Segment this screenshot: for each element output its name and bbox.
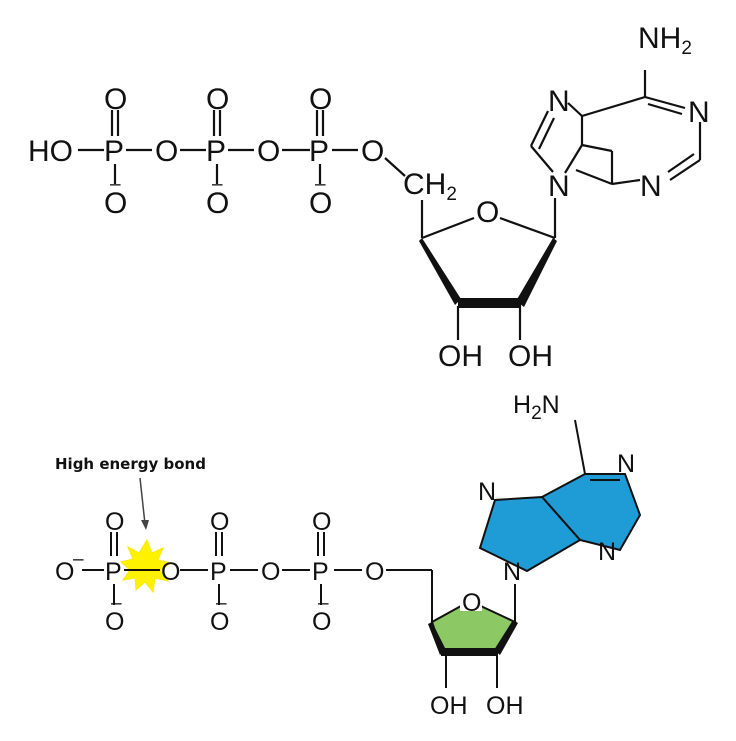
bottom-hydroxyl-2: OH (486, 692, 524, 720)
bottom-ribose-wedge-left (428, 622, 446, 655)
bottom-hydroxyl-3: OH (430, 692, 468, 720)
bottom-atp-structure: High energy bond O (55, 391, 642, 720)
top-double-oxygen-3: O (309, 83, 332, 116)
bottom-phosphorus-2: P (210, 558, 227, 586)
top-double-oxygen-2: O (206, 83, 229, 116)
bottom-nitrogen-9: N (503, 558, 521, 586)
top-nitrogen-7: N (548, 85, 570, 118)
bottom-anion-oxygen-3: O (312, 608, 331, 636)
bottom-bridge-oxygen-3: O (365, 558, 384, 586)
bottom-bridge-oxygen-1: O (161, 558, 180, 586)
top-nitrogen-3: N (640, 170, 662, 203)
top-hydroxyl-2: OH (508, 340, 553, 373)
annotation-arrow-head (141, 520, 149, 530)
top-anion-oxygen-1: O (104, 187, 127, 220)
top-bridge-oxygen-1: O (155, 135, 178, 168)
bottom-adenine-five-ring (478, 495, 582, 573)
bottom-ribose-wedge-right (494, 620, 518, 655)
bottom-terminal-oxygen: O (55, 558, 74, 586)
bottom-nitrogen-1: N (617, 450, 635, 478)
top-ch2-group: CH2 (403, 168, 457, 205)
bottom-negative-charge-1: – (111, 593, 122, 614)
high-energy-bond-highlight (119, 538, 173, 594)
top-bridge-oxygen-2: O (257, 135, 280, 168)
top-negative-charge-2: – (212, 174, 223, 195)
top-negative-charge-3: – (315, 174, 326, 195)
top-ring-oxygen: O (476, 196, 499, 229)
bottom-nitrogen-3: N (598, 538, 616, 566)
bottom-anion-oxygen-2: O (210, 608, 229, 636)
bottom-amine-group: H2N (513, 391, 560, 424)
top-bridge-oxygen-3: O (361, 135, 384, 168)
annotation-arrow-line (139, 477, 146, 525)
top-hydroxyl-3: OH (438, 340, 483, 373)
bottom-phosphorus-3: P (312, 558, 329, 586)
top-atp-structure: HO P O P O P O O O O O – O – O – CH2 O O… (28, 22, 710, 373)
high-energy-bond-label: High energy bond (55, 455, 206, 473)
bottom-double-oxygen-3: O (312, 508, 331, 536)
bottom-bridge-oxygen-2: O (261, 558, 280, 586)
bottom-ribose-wedge-bottom (441, 648, 498, 656)
top-double-oxygen-1: O (104, 83, 127, 116)
bottom-phosphate-bonds (82, 532, 433, 622)
bottom-anion-oxygen-1: O (105, 608, 124, 636)
top-nitrogen-9: N (548, 170, 570, 203)
bottom-nitrogen-7: N (478, 478, 496, 506)
top-ribose-ring (419, 198, 557, 340)
top-nitrogen-1: N (688, 96, 710, 129)
bottom-ring-oxygen: O (462, 589, 481, 617)
bottom-double-oxygen-2: O (210, 508, 229, 536)
top-anion-oxygen-3: O (309, 187, 332, 220)
bottom-terminal-charge: – (73, 549, 84, 570)
bottom-ring-oxygen-bg (460, 595, 482, 611)
top-phosphate-bonds (78, 110, 406, 184)
top-amine-group: NH2 (638, 22, 692, 59)
bottom-negative-charge-3: – (318, 593, 329, 614)
bottom-negative-charge-2: – (216, 593, 227, 614)
top-hydroxyl-end: HO (28, 135, 73, 168)
top-phosphorus-2: P (206, 135, 226, 168)
top-anion-oxygen-2: O (206, 187, 229, 220)
top-adenine-bonds (530, 70, 702, 186)
top-phosphorus-1: P (104, 135, 124, 168)
bottom-amine-bond (574, 419, 586, 475)
bottom-double-oxygen-1: O (105, 508, 124, 536)
bottom-phosphorus-1: P (105, 558, 122, 586)
top-phosphorus-3: P (309, 135, 329, 168)
top-negative-charge-1: – (110, 174, 121, 195)
